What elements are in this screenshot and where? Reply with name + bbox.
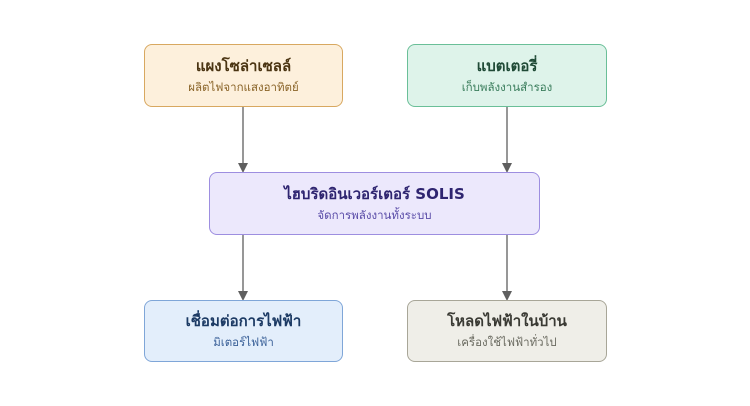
hybrid-inverter-subtitle: จัดการพลังงานทั้งระบบ <box>317 207 432 222</box>
hybrid-inverter-node: ไฮบริดอินเวอร์เตอร์ SOLIS จัดการพลังงานท… <box>209 172 540 235</box>
grid-connection-node: เชื่อมต่อการไฟฟ้า มิเตอร์ไฟฟ้า <box>144 300 343 362</box>
grid-connection-title: เชื่อมต่อการไฟฟ้า <box>185 312 302 330</box>
household-load-subtitle: เครื่องใช้ไฟฟ้าทั่วไป <box>457 335 557 349</box>
solar-panel-subtitle: ผลิตไฟจากแสงอาทิตย์ <box>188 79 299 94</box>
solar-panel-node: แผงโซล่าเซลล์ ผลิตไฟจากแสงอาทิตย์ <box>144 44 343 107</box>
grid-connection-subtitle: มิเตอร์ไฟฟ้า <box>213 335 274 349</box>
battery-node: แบตเตอรี่ เก็บพลังงานสำรอง <box>407 44 607 107</box>
hybrid-inverter-title: ไฮบริดอินเวอร์เตอร์ SOLIS <box>284 184 465 203</box>
solar-panel-title: แผงโซล่าเซลล์ <box>195 56 292 75</box>
battery-subtitle: เก็บพลังงานสำรอง <box>461 79 553 94</box>
battery-title: แบตเตอรี่ <box>476 56 538 75</box>
household-load-node: โหลดไฟฟ้าในบ้าน เครื่องใช้ไฟฟ้าทั่วไป <box>407 300 607 362</box>
household-load-title: โหลดไฟฟ้าในบ้าน <box>447 312 567 330</box>
